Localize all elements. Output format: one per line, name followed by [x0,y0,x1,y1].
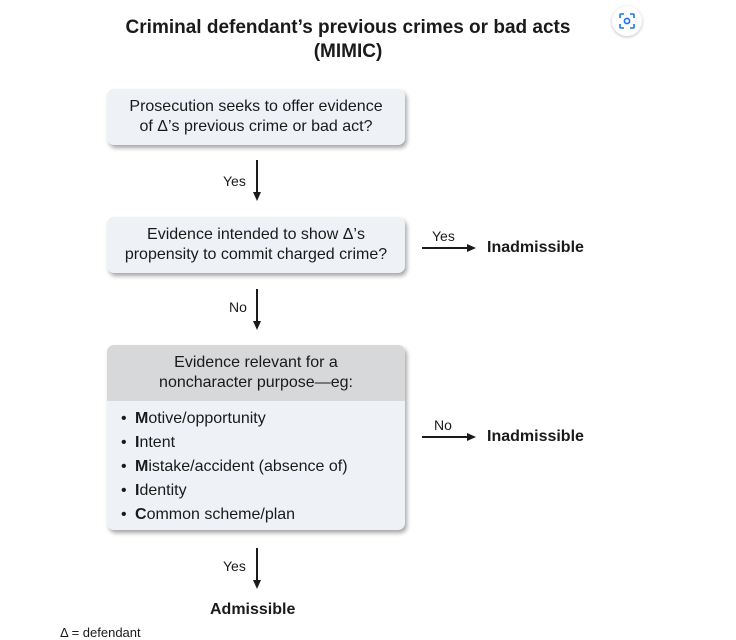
footnote: Δ = defendant [60,625,141,640]
label-yes-3: Yes [223,558,246,574]
step-3-header-line-1: Evidence relevant for a [174,354,338,371]
arrow-down-3 [252,580,261,589]
step-1-line-1: Prosecution seeks to offer evidence [129,98,383,115]
noncharacter-purpose-list: Motive/opportunity Intent Mistake/accide… [107,401,405,527]
label-no-1: No [229,299,247,315]
diagram-title: Criminal defendant’s previous crimes or … [100,16,596,64]
outcome-inadmissible-2: Inadmissible [487,428,584,445]
connector-no-right [422,436,468,438]
step-2-box: Evidence intended to show Δ’s propensity… [107,217,405,273]
connector-3 [256,548,258,580]
step-3-header-line-2: noncharacter purpose—eg: [159,374,353,391]
google-lens-icon [619,13,635,29]
list-item: Motive/opportunity [121,407,405,431]
step-1-box: Prosecution seeks to offer evidence of Δ… [107,89,405,145]
connector-2 [256,289,258,321]
title-line-2: (MIMIC) [313,41,383,62]
step-1-line-2: of Δ’s previous crime or bad act? [139,118,373,135]
title-line-1: Criminal defendant’s previous crimes or … [125,17,571,38]
list-item: Mistake/accident (absence of) [121,455,405,479]
list-item: Common scheme/plan [121,503,405,527]
google-lens-button[interactable] [612,6,642,36]
arrow-down-1 [252,192,261,201]
list-item: Identity [121,479,405,503]
arrow-right-1 [467,243,476,252]
outcome-admissible: Admissible [210,601,296,618]
outcome-inadmissible-1: Inadmissible [487,239,584,256]
step-3-header: Evidence relevant for a noncharacter pur… [107,345,405,401]
step-3-box: Evidence relevant for a noncharacter pur… [107,345,405,530]
connector-yes-right [422,247,468,249]
step-2-line-2: propensity to commit charged crime? [124,246,388,263]
list-item: Intent [121,431,405,455]
step-2-line-1: Evidence intended to show Δ’s [147,226,365,243]
arrow-down-2 [252,321,261,330]
label-no-2: No [434,417,452,433]
connector-1 [256,160,258,192]
arrow-right-2 [467,432,476,441]
label-yes-2: Yes [432,228,455,244]
label-yes-1: Yes [223,173,246,189]
